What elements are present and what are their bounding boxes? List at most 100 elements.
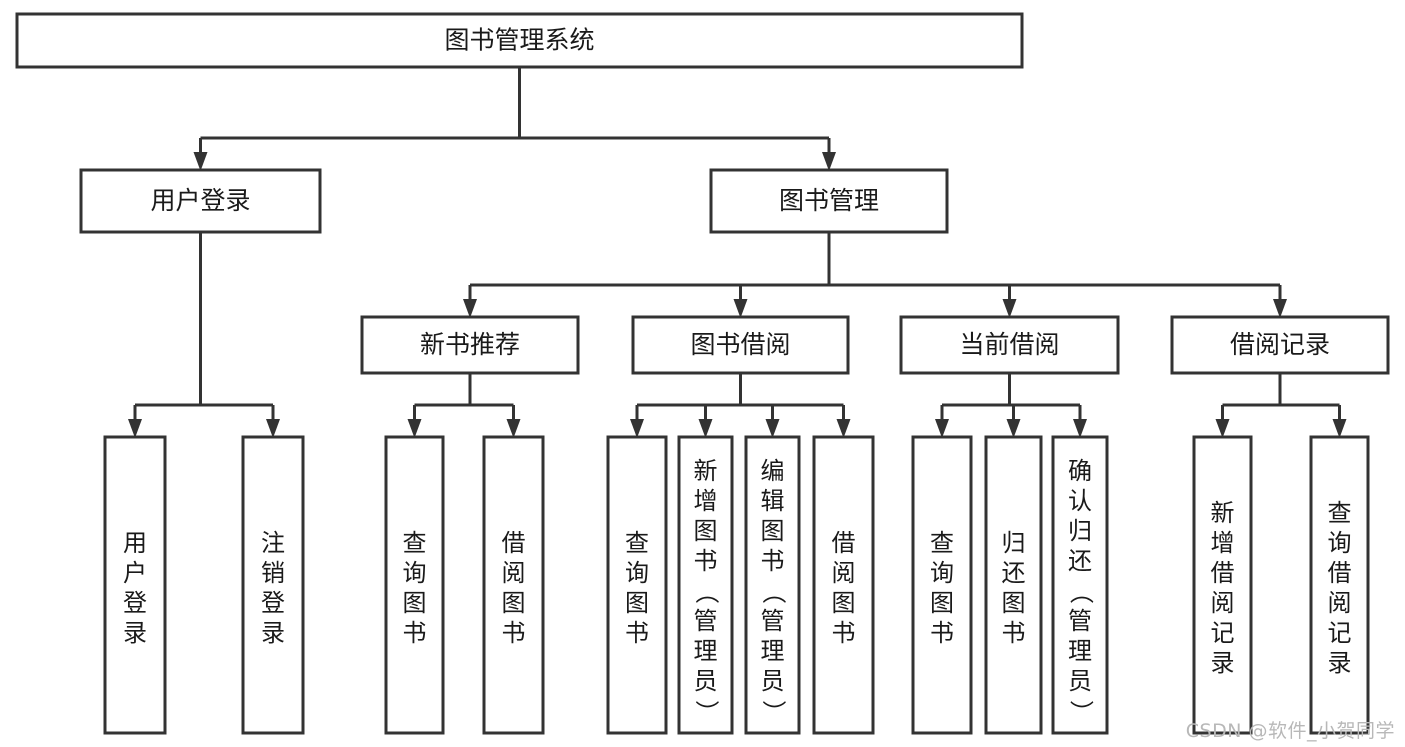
svg-text:管: 管 [1068, 607, 1092, 635]
svg-text:辑: 辑 [761, 487, 785, 515]
node-label: 用户登录 [123, 529, 147, 647]
node-box[interactable] [631, 315, 850, 375]
svg-text:图: 图 [832, 589, 856, 617]
node-box[interactable] [15, 12, 1024, 69]
node-box[interactable] [899, 315, 1120, 375]
svg-text:管: 管 [694, 607, 718, 635]
node-label: 图书管理 [779, 186, 879, 215]
node-box[interactable] [482, 435, 545, 735]
arrow-head-icon [630, 419, 644, 438]
node-n-book-mgmt[interactable]: 图书管理 [709, 168, 949, 234]
svg-text:图: 图 [761, 517, 785, 545]
svg-text:认: 认 [1068, 487, 1092, 515]
connector-group [935, 373, 1087, 438]
node-n-user-login[interactable]: 用户登录 [79, 168, 322, 234]
svg-text:员: 员 [694, 667, 718, 695]
svg-text:记: 记 [1211, 619, 1235, 647]
arrow-head-icon [765, 419, 780, 438]
connector-group [193, 67, 836, 171]
svg-text:阅: 阅 [502, 559, 526, 587]
svg-text:录: 录 [1211, 649, 1235, 677]
node-box[interactable] [241, 435, 305, 735]
svg-text:询: 询 [930, 559, 954, 587]
arrow-head-icon [266, 419, 280, 438]
node-box[interactable] [1192, 435, 1253, 735]
connectors-layer [128, 67, 1347, 438]
connector-group [630, 373, 851, 438]
node-box[interactable] [744, 435, 801, 735]
node-box[interactable] [384, 435, 445, 735]
svg-text:书: 书 [832, 619, 856, 647]
svg-text:用: 用 [123, 529, 147, 557]
arrow-head-icon [1332, 419, 1347, 438]
svg-text:图: 图 [930, 589, 954, 617]
connector-group [1215, 373, 1347, 438]
svg-text:管: 管 [761, 607, 785, 635]
node-n-current-borrow[interactable]: 当前借阅 [899, 315, 1120, 375]
node-box[interactable] [1170, 315, 1390, 375]
arrow-head-icon [128, 419, 142, 438]
node-label: 新书推荐 [420, 330, 520, 359]
node-n-new-book-rec[interactable]: 新书推荐 [360, 315, 580, 375]
arrow-head-icon [506, 419, 521, 438]
svg-text:记: 记 [1328, 619, 1352, 647]
svg-text:录: 录 [123, 619, 147, 647]
node-box[interactable] [1309, 435, 1370, 735]
node-label: 借阅记录 [1230, 330, 1330, 359]
node-box[interactable] [984, 435, 1043, 735]
svg-text:理: 理 [694, 637, 718, 665]
svg-text:图: 图 [625, 589, 649, 617]
arrow-head-icon [1002, 299, 1017, 318]
svg-text:户: 户 [123, 559, 147, 587]
arrow-head-icon [822, 152, 836, 171]
svg-text:登: 登 [261, 589, 285, 617]
node-box[interactable] [360, 315, 580, 375]
node-n-book-borrow[interactable]: 图书借阅 [631, 315, 850, 375]
node-box[interactable] [1051, 435, 1109, 735]
arrow-head-icon [193, 152, 208, 171]
node-box[interactable] [677, 435, 734, 735]
svg-text:询: 询 [403, 559, 427, 587]
node-box[interactable] [606, 435, 668, 735]
node-box[interactable] [911, 435, 973, 735]
node-label: 当前借阅 [959, 330, 1059, 359]
svg-text:归: 归 [1002, 529, 1026, 557]
svg-text:还: 还 [1068, 547, 1092, 575]
svg-text:书: 书 [694, 547, 718, 575]
arrow-head-icon [1215, 419, 1230, 438]
node-root[interactable]: 图书管理系统 [15, 12, 1024, 69]
svg-text:阅: 阅 [832, 559, 856, 587]
svg-text:录: 录 [261, 619, 285, 647]
node-box[interactable] [103, 435, 167, 735]
svg-text:询: 询 [625, 559, 649, 587]
node-box[interactable] [812, 435, 875, 735]
arrow-head-icon [1273, 299, 1287, 318]
node-box[interactable] [79, 168, 322, 234]
node-box[interactable] [709, 168, 949, 234]
node-n-borrow-record[interactable]: 借阅记录 [1170, 315, 1390, 375]
svg-text:借: 借 [502, 529, 526, 557]
node-l-user-login[interactable]: 用户登录 [103, 435, 167, 735]
connector-group [128, 232, 280, 438]
svg-text:借: 借 [832, 529, 856, 557]
